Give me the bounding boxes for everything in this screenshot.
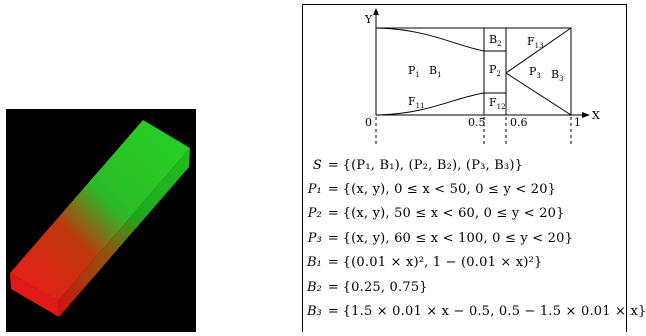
definition-symbol: B₃ [307, 304, 322, 320]
p1-lower-curve [375, 92, 485, 116]
definition-equals: = [327, 206, 339, 222]
definition-text: {1.5 × 0.01 × x − 0.5, 0.5 − 1.5 × 0.01 … [342, 304, 646, 320]
definition-text: {(x, y), 50 ≤ x < 60, 0 ≤ y < 20} [342, 206, 565, 222]
region-label-b2: B2 [489, 33, 502, 48]
region-label-f13: F13 [527, 35, 544, 50]
definition-row-b2: B₂ = {0.25, 0.75} [307, 275, 646, 299]
figure-panel: Y X 0 0.5 0.6 1 P1 B1 B2 P2 F12 F13 P3 B… [302, 4, 646, 332]
region-label-f12: F12 [489, 96, 506, 111]
tick-label-1: 1 [574, 116, 581, 129]
definition-symbol: B₁ [307, 255, 322, 271]
bar-top-face [10, 120, 190, 301]
definition-equals: = [327, 182, 339, 198]
tick-label-0: 0 [365, 116, 372, 129]
definition-symbol: P₃ [307, 230, 322, 246]
definition-row-p3: P₃ = {(x, y), 60 ≤ x < 100, 0 ≤ y < 20} [307, 226, 646, 250]
definition-text: {(0.01 × x)², 1 − (0.01 × x)²} [342, 255, 543, 271]
definition-equals: = [327, 255, 339, 271]
y-axis-arrow [373, 8, 379, 15]
rendered-bar-image [6, 109, 196, 332]
definition-equals: = [327, 230, 339, 246]
definition-text: {0.25, 0.75} [342, 279, 428, 295]
definition-equals: = [327, 279, 339, 295]
definition-row-p2: P₂ = {(x, y), 50 ≤ x < 60, 0 ≤ y < 20} [307, 202, 646, 226]
partition-diagram: Y X 0 0.5 0.6 1 P1 B1 B2 P2 F12 F13 P3 B… [364, 8, 600, 145]
definition-equals: = [327, 157, 339, 173]
definition-row-s: S = {(P₁, B₁), (P₂, B₂), (P₃, B₃)} [307, 153, 646, 177]
p3-lower-diagonal [505, 72, 572, 116]
rendered-bar-graphic [10, 120, 190, 317]
region-label-p1: P1 [408, 64, 420, 79]
region-label-f11: F11 [408, 95, 425, 110]
region-label-p2: P2 [489, 63, 501, 78]
tick-label-05: 0.5 [468, 116, 486, 129]
y-axis-label: Y [364, 13, 373, 26]
definition-symbol: P₂ [307, 206, 322, 222]
definition-equals: = [327, 304, 339, 320]
domain-rect [375, 27, 572, 116]
bar-side-face [58, 148, 190, 317]
p1-upper-curve [375, 27, 485, 52]
definition-text: {(P₁, B₁), (P₂, B₂), (P₃, B₃)} [342, 157, 524, 173]
region-label-b1: B1 [429, 64, 442, 79]
definition-symbol: B₂ [307, 279, 322, 295]
p3-upper-diagonal [505, 27, 572, 74]
bar-end-face [10, 273, 59, 317]
x-axis-arrow [582, 112, 590, 118]
definition-text: {(x, y), 0 ≤ x < 50, 0 ≤ y < 20} [342, 182, 557, 198]
definition-text: {(x, y), 60 ≤ x < 100, 0 ≤ y < 20} [342, 230, 574, 246]
definition-row-b3: B₃ = {1.5 × 0.01 × x − 0.5, 0.5 − 1.5 × … [307, 299, 646, 323]
x-axis-label: X [592, 109, 600, 122]
tick-label-06: 0.6 [510, 116, 528, 129]
definition-row-b1: B₁ = {(0.01 × x)², 1 − (0.01 × x)²} [307, 251, 646, 275]
definition-symbol: P₁ [307, 182, 322, 198]
region-label-b3: B3 [551, 68, 564, 83]
definitions-table: S = {(P₁, B₁), (P₂, B₂), (P₃, B₃)} P₁ = … [307, 153, 646, 324]
region-label-p3: P3 [529, 65, 541, 80]
definition-symbol: S [312, 157, 322, 173]
definition-row-p1: P₁ = {(x, y), 0 ≤ x < 50, 0 ≤ y < 20} [307, 177, 646, 201]
